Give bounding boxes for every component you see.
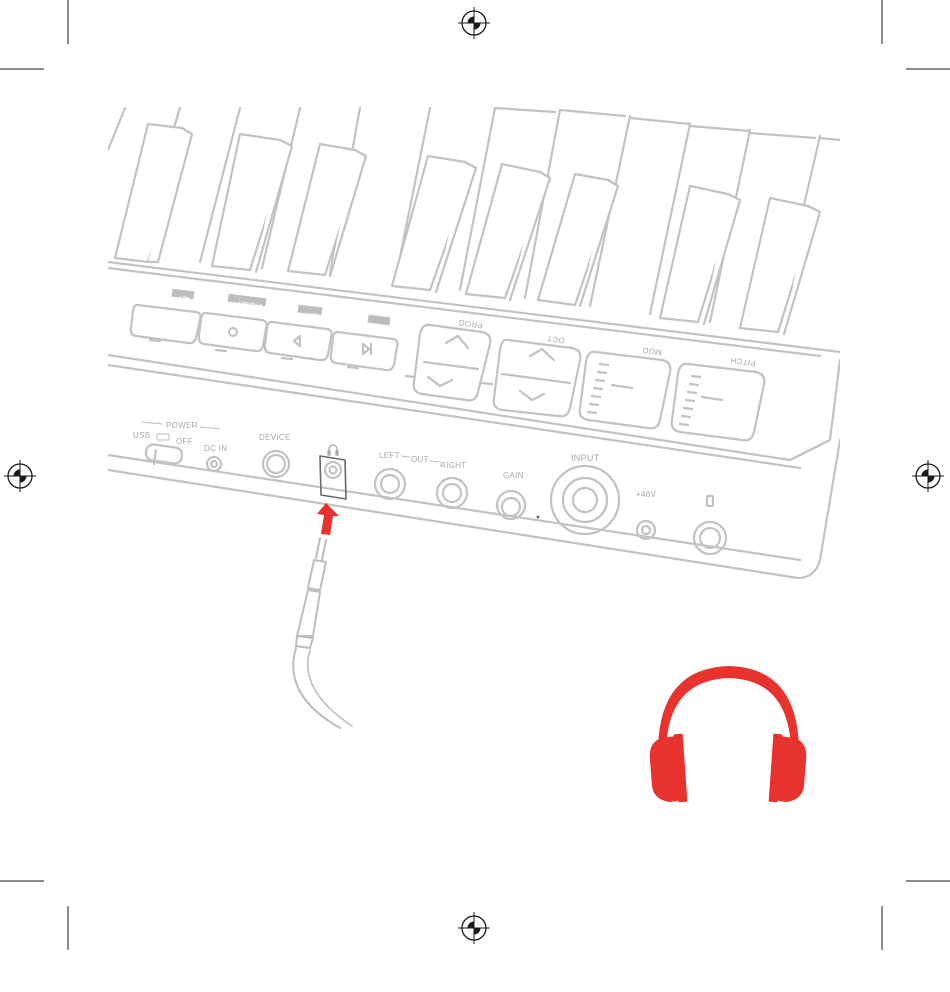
- label-mod: MOD: [642, 345, 663, 357]
- label-usb: USB: [133, 431, 150, 440]
- label-dc-in: DC IN: [204, 444, 227, 453]
- label-pitch: PITCH: [730, 355, 757, 367]
- transport-buttons: [131, 305, 398, 370]
- registration-mark-icon: [4, 460, 36, 492]
- registration-mark-icon: [458, 912, 490, 944]
- keyboard-body: [108, 108, 840, 578]
- button-badges: ALT PRESET EDIT: [172, 289, 391, 326]
- label-gain: GAIN: [503, 471, 524, 480]
- label-right: RIGHT: [440, 461, 466, 470]
- headphone-cable: [293, 648, 340, 728]
- registration-mark-icon: [912, 460, 944, 492]
- label-oct: OCT: [546, 334, 565, 345]
- label-power: POWER: [166, 421, 198, 430]
- headphone-icon: [328, 445, 338, 455]
- label-left: LEFT: [379, 451, 400, 460]
- registration-mark-icon: [458, 7, 490, 39]
- label-input: INPUT: [571, 453, 600, 463]
- label-off: OFF: [176, 437, 193, 446]
- label-device: DEVICE: [259, 433, 291, 442]
- label-prog: PROG: [458, 318, 484, 330]
- label-phantom: +48V: [636, 490, 656, 499]
- headphones-icon: [650, 666, 807, 802]
- label-out: OUT: [411, 455, 429, 464]
- headphone-plug: [293, 538, 352, 728]
- arrow-up-icon: [317, 503, 339, 535]
